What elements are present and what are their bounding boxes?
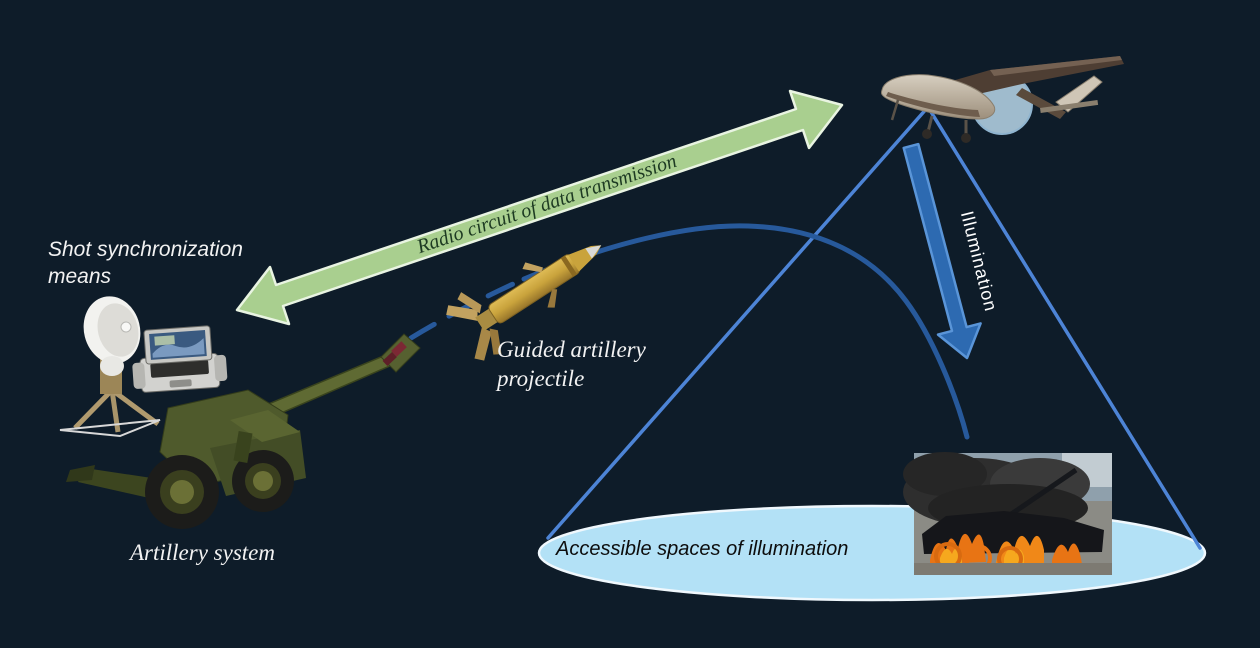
guided-projectile-illustration (446, 245, 602, 361)
projectile-trajectory-solid (521, 223, 970, 440)
artillery-system-label: Artillery system (130, 540, 275, 565)
radar-dish-illustration (59, 296, 161, 438)
howitzer-illustration (66, 333, 421, 529)
burning-target-photo (903, 452, 1112, 575)
illumination-arrow (902, 142, 982, 360)
uav-drone-illustration (881, 56, 1124, 143)
projectile-trajectory-dashed (408, 276, 527, 341)
rugged-laptop-illustration (132, 325, 228, 393)
illumination-beam-right (926, 105, 1202, 550)
shot-synchronization-label: Shot synchronization means (48, 238, 243, 289)
accessible-spaces-label: Accessible spaces of illumination (556, 538, 849, 560)
illumination-beam-left (546, 105, 930, 540)
guided-projectile-label: Guided artillery projectile (497, 337, 646, 391)
data-link-arrow (235, 89, 844, 326)
